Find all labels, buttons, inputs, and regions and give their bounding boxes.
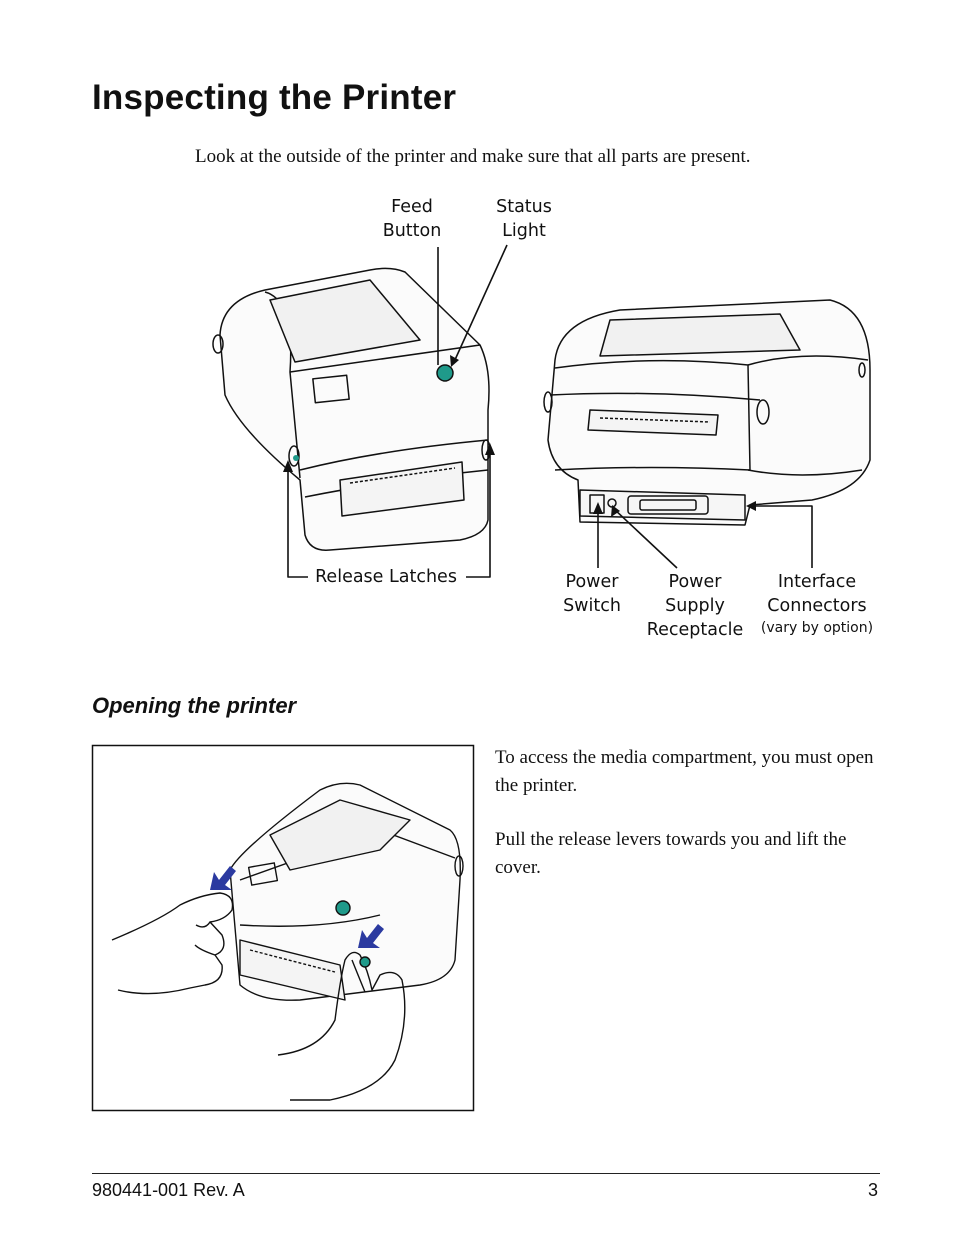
feed-button-label: Feed Button [372,195,452,243]
label-line: Supply [665,596,725,616]
section-heading: Opening the printer [92,693,297,718]
right-pull-arrow-icon [358,924,384,948]
label-line: Light [502,221,546,241]
label-line: Switch [563,596,621,616]
power-supply-label: Power Supply Receptacle [640,570,750,642]
release-latch-icon [293,455,299,461]
feed-button-icon [436,364,454,382]
page-title: Inspecting the Printer [92,78,457,117]
footer-doc-number: 980441-001 Rev. A [92,1180,245,1200]
status-light-label: Status Light [484,195,564,243]
label-line: Receptacle [646,620,744,640]
pull-arrows [210,866,384,948]
label-line: Feed [391,197,433,217]
left-pull-arrow-icon [210,866,236,890]
label-line: Interface [777,572,857,592]
leader-lines [287,244,813,578]
interface-note-label: (vary by option) [760,620,874,636]
label-line: Button [382,221,442,241]
section-paragraph-1: To access the media compartment, you mus… [495,747,874,796]
front-printer-illustration [212,267,491,551]
interface-connectors-label: Interface Connectors [752,570,882,618]
label-line: Connectors [767,596,867,616]
intro-text: Look at the outside of the printer and m… [195,146,751,167]
release-latches-label: Release Latches [315,567,457,587]
leader-arrowheads [283,355,756,517]
label-line: Status [496,197,552,217]
label-line: Power [565,572,619,592]
power-switch-label: Power Switch [552,570,632,618]
rear-printer-illustration [543,299,871,526]
opening-printer-illustration [111,782,464,1101]
footer-page-number: 3 [868,1180,879,1200]
section-paragraph-2: Pull the release levers towards you and … [495,829,847,878]
label-line: Power [668,572,722,592]
footer-divider [92,1173,880,1174]
